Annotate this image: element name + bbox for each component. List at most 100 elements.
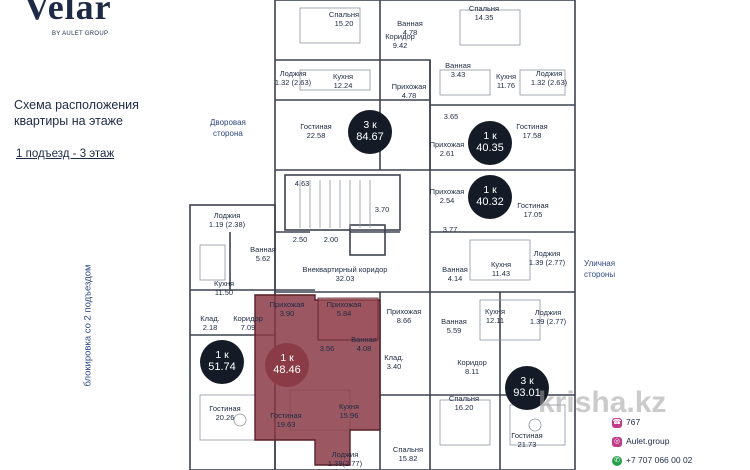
room-label: 3.65 — [443, 112, 459, 122]
room-name: Гостиная — [270, 411, 302, 420]
room-area: 11.43 — [491, 268, 511, 278]
room-area: 16.20 — [454, 402, 474, 412]
room-label: 3.70 — [375, 205, 390, 215]
room-name: Коридор — [233, 314, 263, 323]
room-name: Лоджия — [279, 69, 307, 78]
room-area: 1.32 (2.63) — [530, 77, 568, 87]
room-name: Прихожая — [391, 82, 427, 91]
room-area: 14.35 — [474, 12, 494, 22]
room-name: Ванная — [445, 61, 471, 70]
apartment-badge-93[interactable]: 3 к 93.01 — [505, 366, 549, 410]
street-side-line2: стороны — [584, 270, 616, 279]
room-name: Ванная — [397, 19, 423, 28]
room-label: Клад.2.18 — [200, 314, 220, 332]
room-area: 1.39 (2.77) — [528, 257, 566, 267]
plan-details — [199, 7, 566, 446]
room-area: 3.65 — [443, 112, 459, 121]
contact-instagram[interactable]: ◎Aulet.group — [612, 436, 669, 447]
room-area: 15.82 — [398, 453, 418, 463]
room-area: 3.43 — [450, 69, 466, 79]
selected-entrance-room — [317, 297, 379, 341]
room-name: Спальня — [468, 4, 500, 13]
apartment-badge-51[interactable]: 1 к 51.74 — [200, 340, 244, 384]
room-name: Внеквартирный коридор — [302, 265, 388, 274]
contact-whatsapp-text: +7 707 066 00 02 — [626, 455, 693, 465]
room-name: Лоджия — [331, 450, 359, 459]
room-name: Спальня — [448, 394, 480, 403]
room-label: 3.77 — [443, 225, 458, 235]
room-name: Лоджия — [533, 249, 561, 258]
room-name: Кухня — [484, 307, 506, 316]
room-area: 2.61 — [439, 148, 455, 158]
room-area: 1.19 (2.38) — [208, 219, 246, 229]
room-area: 4.78 — [401, 90, 417, 100]
street-side-line1: Уличная — [584, 259, 616, 268]
room-name: Прихожая — [429, 187, 465, 196]
apartment-badge-40-32[interactable]: 1 к 40.32 — [468, 175, 512, 219]
apartment-badge-48-selected[interactable]: 1 к 48.46 — [265, 343, 309, 387]
room-label: 2.00 — [323, 235, 339, 245]
room-name: Клад. — [200, 314, 220, 323]
room-area: 9.42 — [392, 40, 408, 50]
room-name: Гостиная — [517, 201, 549, 210]
contact-whatsapp[interactable]: ✆ +7 707 066 00 02 — [612, 455, 692, 466]
apartment-badge-40-35[interactable]: 1 к 40.35 — [468, 121, 512, 165]
room-name: Гостиная — [511, 431, 543, 440]
room-name: Коридор — [385, 32, 415, 41]
room-area: 22.58 — [306, 130, 326, 140]
entrance-floor-label: 1 подъезд - 3 этаж — [16, 148, 115, 160]
room-area: 2.00 — [323, 235, 339, 244]
room-area: 4.78 — [402, 27, 418, 37]
room-area: 15.20 — [334, 18, 354, 28]
room-name: Кухня — [213, 279, 235, 288]
courtyard-side-line1: Дворовая — [210, 118, 246, 127]
room-area: 2.54 — [439, 195, 455, 205]
plan-walls — [189, 0, 576, 470]
room-area: 11.76 — [496, 80, 516, 90]
apartment-badge-area: 84.67 — [356, 131, 384, 143]
courtyard-side-line2: сторона — [213, 129, 243, 138]
room-area: 12.24 — [333, 80, 353, 90]
room-name: Ванная — [351, 335, 377, 344]
apartment-badge-type: 1 к — [483, 184, 497, 196]
apartment-badge-type: 3 к — [520, 375, 534, 387]
contact-instagram-text: Aulet.group — [626, 436, 670, 446]
contact-phone-short[interactable]: ☎767 — [612, 417, 640, 428]
apartment-badge-area: 93.01 — [513, 387, 541, 399]
apartment-badge-84[interactable]: 3 к 84.67 — [348, 110, 392, 154]
apartment-badge-type: 3 к — [363, 119, 377, 131]
room-name: Кухня — [338, 402, 360, 411]
brand-subtitle: BY AULET GROUP — [52, 31, 109, 37]
whatsapp-icon: ✆ — [612, 455, 622, 466]
room-name: Прихожая — [386, 307, 422, 316]
room-name: Кухня — [495, 72, 517, 81]
apartment-badge-type: 1 к — [483, 130, 497, 142]
room-label: 4.63 — [295, 179, 310, 189]
room-name: Гостиная — [300, 122, 332, 131]
room-area: 4.08 — [356, 343, 372, 353]
room-name: Гостиная — [209, 404, 241, 413]
room-area: 3.40 — [386, 361, 402, 371]
